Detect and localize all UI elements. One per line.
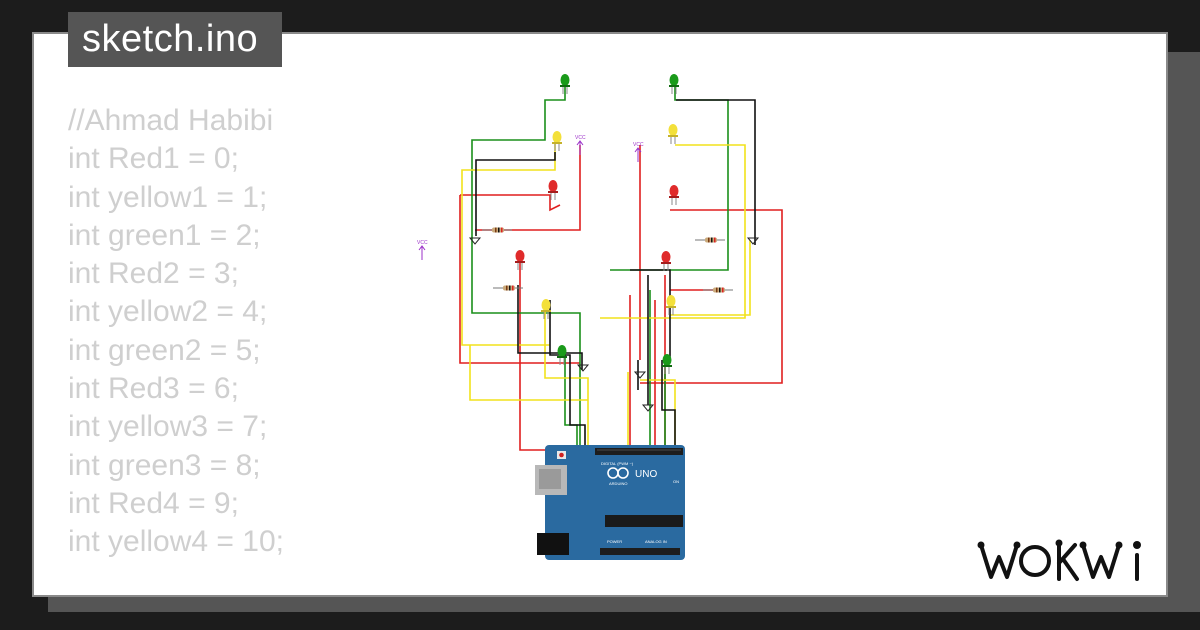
code-line: int Red1 = 0; — [68, 142, 239, 176]
code-line: int green3 = 8; — [68, 448, 261, 482]
led-green — [669, 74, 679, 94]
code-line: //Ahmad Habibi — [68, 104, 274, 137]
vcc-symbols: VCC VCC VCC — [417, 135, 644, 260]
analog-header-label: ANALOG IN — [645, 539, 667, 544]
led-red — [669, 185, 679, 205]
wokwi-logo: WOKWi — [975, 535, 1155, 590]
led-yellow — [666, 295, 676, 315]
code-line: int green1 = 2; — [68, 218, 261, 252]
code-line: int Red4 = 9; — [68, 486, 239, 520]
file-tab[interactable]: sketch.ino — [68, 12, 283, 67]
reset-button — [559, 452, 564, 458]
led-green — [662, 354, 672, 374]
led-yellow — [552, 131, 562, 151]
code-line: int yellow2 = 4; — [68, 295, 268, 329]
on-led-label: ON — [673, 479, 679, 484]
vcc-label: VCC — [575, 135, 586, 141]
led-green — [557, 345, 567, 365]
code-line: int green2 = 5; — [68, 333, 261, 367]
arduino-label: ARDUINO — [609, 481, 627, 486]
vcc-label: VCC — [417, 240, 428, 246]
code-preview: //Ahmad Habibi int Red1 = 0; int yellow1… — [68, 102, 284, 562]
led-red — [515, 250, 525, 270]
code-line: int yellow1 = 1; — [68, 180, 268, 214]
atmega-chip — [605, 515, 683, 527]
wokwi-logo-icon — [977, 539, 1141, 581]
power-header-label: POWER — [607, 539, 622, 544]
code-line: int yellow4 = 10; — [68, 525, 284, 559]
uno-label: UNO — [635, 469, 657, 480]
wires — [459, 85, 783, 451]
code-line: int Red2 = 3; — [68, 257, 239, 291]
vcc-label: VCC — [633, 142, 644, 148]
ground-symbols — [468, 237, 760, 412]
code-line: int Red3 = 6; — [68, 372, 239, 406]
led-yellow — [541, 299, 551, 319]
led-red — [548, 180, 558, 200]
arduino-uno-board: DIGITAL (PWM ~) UNO ARDUINO ON POWER ANA… — [535, 445, 685, 560]
led-red — [661, 251, 671, 271]
digital-header-label: DIGITAL (PWM ~) — [601, 461, 634, 466]
led-green — [560, 74, 570, 94]
leds — [515, 74, 679, 374]
resistors — [482, 227, 733, 293]
code-line: int yellow3 = 7; — [68, 410, 268, 444]
circuit-diagram: VCC VCC VCC — [417, 74, 783, 560]
led-yellow — [668, 124, 678, 144]
power-jack — [537, 533, 569, 555]
